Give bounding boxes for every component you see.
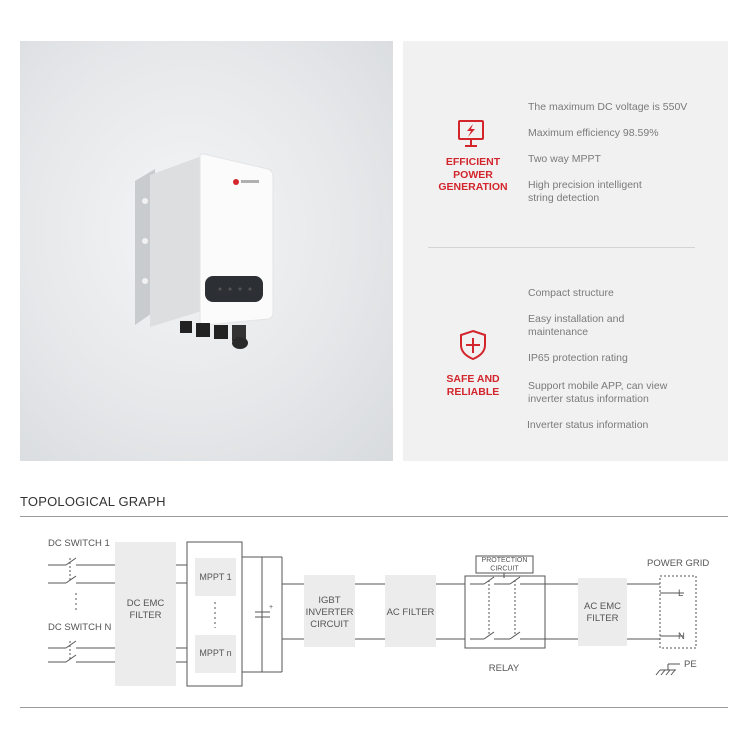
shield-icon bbox=[460, 329, 486, 361]
mppt-1-box bbox=[195, 558, 236, 596]
igbt-box bbox=[304, 575, 355, 647]
product-image-panel bbox=[20, 41, 393, 461]
ac-filter-box bbox=[385, 575, 436, 647]
dc-switch-n-label: DC SWITCH N bbox=[48, 622, 111, 633]
section-rule-top bbox=[20, 516, 728, 517]
feature-item: Inverter status information bbox=[527, 419, 649, 431]
feature-item: The maximum DC voltage is 550V bbox=[528, 101, 688, 113]
dc-emc-label-1: DC EMC bbox=[127, 598, 165, 609]
capacitor-plus: + bbox=[269, 604, 273, 611]
efficient-title: EFFICIENT POWER GENERATION bbox=[438, 156, 508, 193]
ac-emc-label-1: AC EMC bbox=[584, 601, 621, 612]
brand-logo bbox=[233, 179, 239, 185]
protection-label-1: PROTECTION bbox=[482, 557, 528, 564]
line-l-label: L bbox=[678, 588, 683, 599]
inverter-display bbox=[205, 276, 263, 302]
relay-label: RELAY bbox=[489, 663, 520, 674]
mppt-n-box bbox=[195, 635, 236, 673]
topology-diagram: DC SWITCH 1 DC SWITCH N DC EMC FILTER MP… bbox=[48, 538, 709, 687]
ac-emc-label-2: FILTER bbox=[586, 613, 618, 624]
inverter-side bbox=[150, 156, 202, 327]
dc-emc-label-2: FILTER bbox=[129, 610, 161, 621]
mppt-1-label: MPPT 1 bbox=[199, 572, 231, 582]
section-rule-bottom bbox=[20, 707, 728, 708]
ac-emc-filter-box bbox=[578, 578, 627, 646]
safe-title: SAFE AND RELIABLE bbox=[446, 373, 500, 398]
feature-item: Compact structure bbox=[528, 287, 614, 299]
feature-item: Two way MPPT bbox=[528, 153, 601, 165]
mppt-n-label: MPPT n bbox=[199, 648, 231, 658]
protection-label-2: CIRCUIT bbox=[490, 566, 519, 573]
pe-label: PE bbox=[684, 659, 697, 670]
section-title: TOPOLOGICAL GRAPH bbox=[20, 494, 166, 509]
line-n-label: N bbox=[678, 631, 685, 642]
igbt-label-1: IGBT bbox=[318, 595, 340, 606]
dc-emc-filter-box bbox=[115, 542, 176, 686]
ac-filter-label: AC FILTER bbox=[387, 607, 435, 618]
feature-item: Maximum efficiency 98.59% bbox=[528, 127, 659, 139]
feature-item: IP65 protection rating bbox=[528, 352, 628, 364]
igbt-label-2: INVERTER bbox=[306, 607, 354, 618]
inverter-image bbox=[135, 153, 274, 349]
igbt-label-3: CIRCUIT bbox=[310, 619, 349, 630]
dc-switch-1-label: DC SWITCH 1 bbox=[48, 538, 110, 549]
feature-divider bbox=[428, 247, 695, 248]
features-panel bbox=[403, 41, 728, 461]
power-grid-label: POWER GRID bbox=[647, 558, 709, 569]
monitor-lightning-icon bbox=[458, 120, 484, 147]
